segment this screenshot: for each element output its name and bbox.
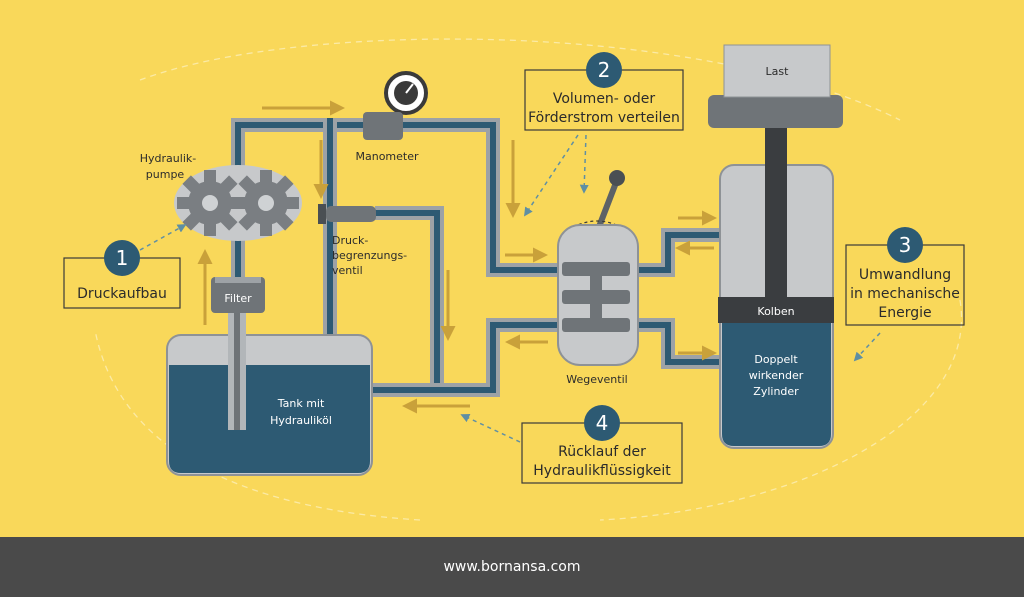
hydraulic-pump: Hydraulik- pumpe bbox=[140, 152, 302, 241]
footer-bar: www.bornansa.com bbox=[0, 537, 1024, 597]
step-4-line1: Rücklauf der bbox=[558, 444, 646, 460]
step-3-number: 3 bbox=[899, 233, 912, 257]
flow-arrows bbox=[197, 100, 717, 414]
load: Last bbox=[708, 44, 843, 128]
step-1-number: 1 bbox=[116, 246, 129, 270]
step-3-line3: Energie bbox=[878, 305, 931, 321]
pressure-relief-valve: Druck- begrenzungs- ventil bbox=[318, 204, 407, 277]
footer-url[interactable]: www.bornansa.com bbox=[443, 559, 581, 575]
step-4-badge bbox=[584, 405, 620, 441]
double-acting-cylinder: Kolben Doppelt wirkender Zylinder bbox=[718, 127, 834, 449]
step-4-number: 4 bbox=[596, 411, 609, 435]
cylinder-label-line1: Doppelt bbox=[754, 353, 798, 366]
step-2-line2: Förderstrom verteilen bbox=[528, 110, 680, 126]
directional-valve: Wegeventil bbox=[557, 170, 639, 386]
step-3-line1: Umwandlung bbox=[859, 267, 951, 283]
step-1-label: Druckaufbau bbox=[77, 286, 167, 302]
step-connectors bbox=[139, 134, 881, 443]
step-2-number: 2 bbox=[598, 58, 611, 82]
filter-label: Filter bbox=[224, 292, 252, 305]
step-1: 1 Druckaufbau bbox=[63, 240, 181, 309]
step-2: 2 Volumen- oder Förderstrom verteilen bbox=[524, 52, 684, 131]
cylinder-label-line3: Zylinder bbox=[753, 385, 799, 398]
filter: Filter bbox=[211, 277, 265, 313]
tank-label-line1: Tank mit bbox=[277, 397, 325, 410]
tank-label-line2: Hydrauliköl bbox=[270, 414, 332, 427]
valve-label-line1: Druck- bbox=[332, 234, 368, 247]
step-4: 4 Rücklauf der Hydraulikflüssigkeit bbox=[521, 405, 683, 484]
directional-valve-label: Wegeventil bbox=[566, 373, 627, 386]
step-1-badge bbox=[104, 240, 140, 276]
step-2-badge bbox=[586, 52, 622, 88]
pump-label-line1: Hydraulik- bbox=[140, 152, 196, 165]
step-4-line2: Hydraulikflüssigkeit bbox=[533, 463, 671, 479]
manometer-label: Manometer bbox=[355, 150, 418, 163]
piston-label: Kolben bbox=[757, 305, 794, 318]
oil-tank: Tank mit Hydrauliköl bbox=[166, 305, 373, 476]
valve-label-line2: begrenzungs- bbox=[332, 249, 407, 262]
step-3: 3 Umwandlung in mechanische Energie bbox=[845, 227, 965, 326]
cylinder-label-line2: wirkender bbox=[749, 369, 804, 382]
manometer: Manometer bbox=[355, 71, 428, 163]
step-3-badge bbox=[887, 227, 923, 263]
step-3-line2: in mechanische bbox=[850, 286, 960, 302]
pump-label-line2: pumpe bbox=[146, 168, 185, 181]
valve-label-line3: ventil bbox=[332, 264, 363, 277]
load-label: Last bbox=[766, 65, 790, 78]
step-2-line1: Volumen- oder bbox=[553, 91, 656, 107]
pipe-network bbox=[231, 118, 720, 397]
